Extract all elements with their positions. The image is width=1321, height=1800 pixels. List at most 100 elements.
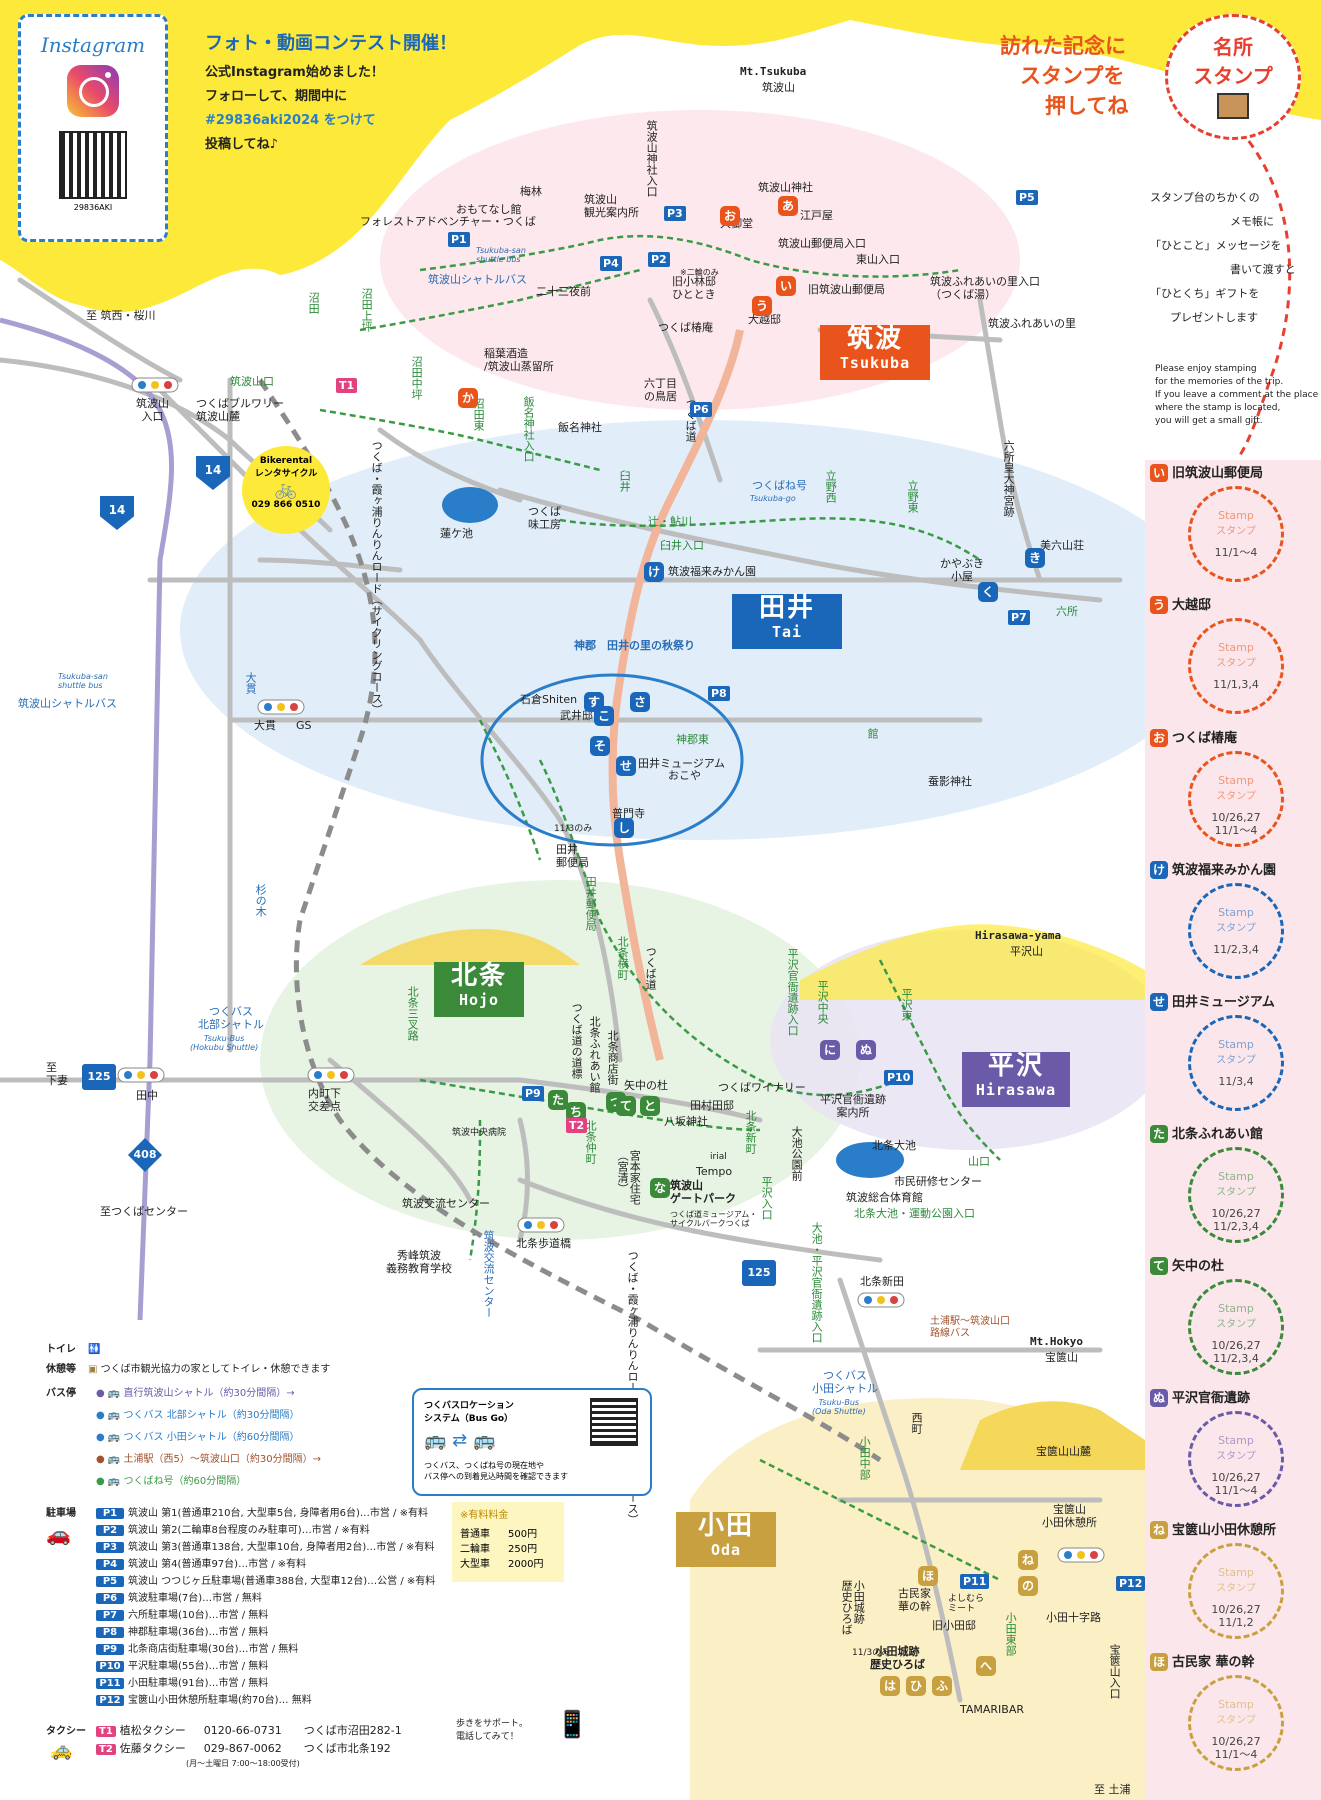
legend-rest: 休憩等▣ つくば市観光協力の家としてトイレ・休憩できます — [46, 1360, 330, 1375]
busgo-box[interactable]: つくバスロケーション システム（Bus Go） 🚌 ⇄ 🚌 つくバス、つくばね号… — [412, 1388, 652, 1496]
stamp-badge-ke[interactable]: け — [644, 562, 664, 582]
label-kominka: 古民家 華の幹 — [898, 1587, 931, 1613]
label-yamaguchi: 山口 — [968, 1155, 990, 1168]
taxi-icon: 🚕 — [50, 1740, 73, 1761]
parking-p7[interactable]: P7 — [1008, 610, 1030, 625]
stamp-badge-fu[interactable]: ふ — [932, 1676, 952, 1696]
parking-p2[interactable]: P2 — [648, 252, 670, 267]
parking-text: 筑波山 第3(普通車138台, 大型車10台, 身障者用2台)…市営 / ※有料 — [128, 1542, 435, 1553]
label-old-kobayashi: 旧小林邸 ひととき — [672, 275, 716, 301]
stamp-date: 10/26,27 11/1〜4 — [1211, 811, 1261, 837]
stamp-date: 10/26,27 11/1〜4 — [1211, 1471, 1261, 1497]
parking-p5[interactable]: P5 — [1016, 190, 1038, 205]
parking-p3[interactable]: P3 — [664, 206, 686, 221]
taxi-tel[interactable]: 0120-66-0731 — [203, 1724, 282, 1737]
mt-hokyo-jp: 宝篋山 — [1045, 1351, 1078, 1364]
stamp-word-en: Stamp — [1218, 509, 1254, 522]
stamp-entry-kana: お — [1150, 729, 1168, 747]
stamp-badge-ki[interactable]: き — [1025, 548, 1045, 568]
stamp-entry-name: 矢中の杜 — [1172, 1259, 1225, 1274]
stamp-badge-o[interactable]: お — [720, 206, 740, 226]
label-hirasawa-kanga: 平沢官衙遺跡 案内所 — [820, 1093, 886, 1119]
stamp-badge-nu[interactable]: ぬ — [856, 1040, 876, 1060]
stamp-entry-kana: け — [1150, 861, 1168, 879]
parking-p12[interactable]: P12 — [1116, 1576, 1146, 1591]
stamp-badge-se[interactable]: せ — [616, 756, 636, 776]
bikerental-badge[interactable]: Bikerental レンタサイクル 🚲 029 866 0510 — [242, 446, 330, 534]
busgo-qr[interactable] — [590, 1398, 638, 1446]
label-tamura: 田村田邸 — [690, 1099, 734, 1112]
mt-hokyo-en: Mt.Hokyo — [1030, 1335, 1083, 1348]
fee-type: 大型車 — [460, 1559, 490, 1570]
taxi-id: T1 — [96, 1726, 116, 1737]
parking-text: 筑波山 第4(普通車97台)…市営 / ※有料 — [128, 1559, 307, 1570]
stamp-entry-title: ぬ平沢官衙遺跡 — [1150, 1387, 1250, 1407]
label-tamaribar: TAMARIBAR — [960, 1703, 1025, 1716]
label-hojo-shinden: 北条新田 — [860, 1275, 904, 1288]
stamp-badge-ta[interactable]: た — [548, 1090, 568, 1110]
stamp-badge-su[interactable]: す — [584, 692, 604, 712]
stamp-badge-he[interactable]: へ — [976, 1656, 996, 1676]
label-koryu: 筑波交流センター — [402, 1197, 490, 1210]
parking-p9[interactable]: P9 — [522, 1086, 544, 1101]
stamp-entry-title: て矢中の杜 — [1150, 1255, 1224, 1275]
taxi-t2[interactable]: T2 — [566, 1118, 588, 1133]
bikerental-tel: 029 866 0510 — [251, 500, 321, 510]
bicycle-icon: 🚲 — [274, 479, 298, 500]
instagram-line-3: #29836aki2024 をつけて — [205, 113, 376, 128]
parking-p10[interactable]: P10 — [884, 1070, 914, 1085]
parking-p1[interactable]: P1 — [448, 232, 470, 247]
stamp-badge-ni[interactable]: に — [820, 1040, 840, 1060]
stamp-badge-ne[interactable]: ね — [1018, 1550, 1038, 1570]
label-tatenohigashi: 立野東 — [906, 480, 920, 513]
stamp-badge-ka[interactable]: か — [458, 388, 478, 408]
legend-parking-heading: 駐車場 — [46, 1508, 76, 1519]
label-shuttle-en: Tsukuba-san shuttle bus — [476, 246, 526, 265]
fee-price: 500円 — [508, 1529, 538, 1540]
bus-icon: ● 🚌 — [96, 1454, 124, 1465]
stamp-jp-6: プレゼントします — [1170, 311, 1258, 324]
taxi-tel[interactable]: 029-867-0062 — [203, 1742, 282, 1755]
parking-p8[interactable]: P8 — [708, 686, 730, 701]
stamp-badge-no[interactable]: の — [1018, 1576, 1038, 1596]
legend-toilet: トイレ🚻 — [46, 1340, 100, 1355]
stamp-badge-a[interactable]: あ — [778, 196, 798, 216]
stamp-badge-shi[interactable]: し — [614, 818, 634, 838]
stamp-badge-ku[interactable]: く — [978, 582, 998, 602]
stamp-badge-so[interactable]: そ — [590, 736, 610, 756]
instagram-panel: Instagram 29836AKI — [18, 14, 168, 242]
stamp-badge-i[interactable]: い — [776, 276, 796, 296]
stamp-word-jp: スタンプ — [1216, 1715, 1256, 1726]
label-taiishi: 大池公園前 — [790, 1126, 804, 1181]
stamp-badge-te[interactable]: て — [616, 1096, 636, 1116]
stamp-badge-chi[interactable]: ち — [566, 1102, 586, 1122]
stamp-word-en: Stamp — [1218, 641, 1254, 654]
stamp-badge-ho[interactable]: ほ — [918, 1566, 938, 1586]
stamp-badge-ha[interactable]: は — [880, 1676, 900, 1696]
parking-p6[interactable]: P6 — [690, 402, 712, 417]
stamp-word-jp: スタンプ — [1216, 1583, 1256, 1594]
stamp-badge-to[interactable]: と — [640, 1096, 660, 1116]
busgo-title: つくバスロケーション システム（Bus Go） — [424, 1401, 514, 1424]
parking-p11[interactable]: P11 — [960, 1574, 990, 1589]
stamp-badge-na[interactable]: な — [650, 1178, 670, 1198]
stamp-badge-hi[interactable]: ひ — [906, 1676, 926, 1696]
stamp-badge-sa[interactable]: さ — [630, 692, 650, 712]
taxi-t1[interactable]: T1 — [336, 378, 358, 393]
qr-code[interactable] — [59, 131, 127, 199]
bus-note: （約30分間隔）→ — [239, 1454, 322, 1465]
stamp-badge-u[interactable]: う — [752, 296, 772, 316]
parking-p4[interactable]: P4 — [600, 256, 622, 271]
